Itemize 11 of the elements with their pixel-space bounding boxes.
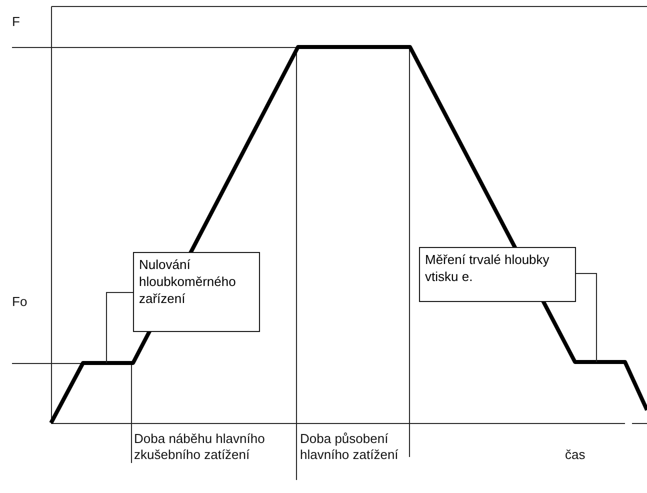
axis-label: F: [12, 14, 20, 30]
axis-label: Fo: [12, 294, 28, 310]
interval-label: Doba náběhu hlavního zkušebního zatížení: [134, 431, 266, 463]
leader-line: [576, 273, 597, 362]
callout-text: Měření trvalé hloubky vtisku e.: [425, 251, 550, 285]
callout-text: Nulování hloubkoměrného zařízení: [139, 256, 237, 307]
callout-box: [419, 247, 576, 302]
callout-box: [133, 252, 260, 332]
leader-line: [106, 292, 134, 364]
axis-label: čas: [565, 447, 586, 463]
interval-label: Doba působení hlavního zatížení: [300, 431, 400, 463]
